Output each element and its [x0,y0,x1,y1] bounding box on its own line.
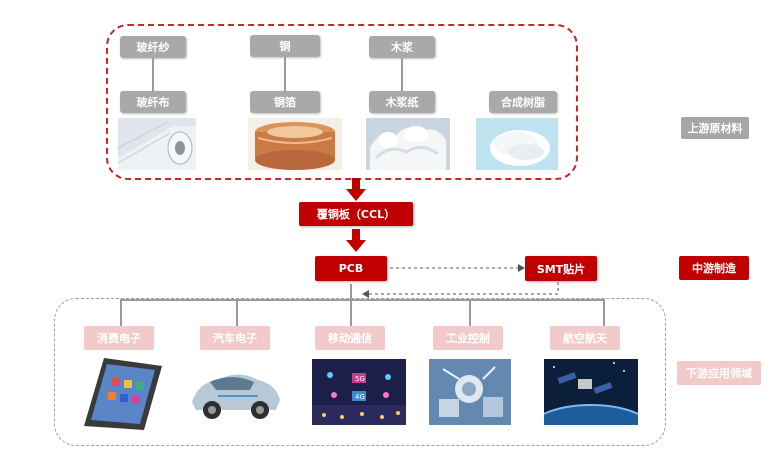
app-industrial-control: 工业控制 [433,326,503,350]
side-label-upstream: 上游原材料 [681,117,749,139]
car-image [188,360,284,424]
raw-copper: 铜 [250,35,320,57]
synthetic-resin-image [476,118,558,170]
glass-fiber-cloth: 玻纤布 [120,91,186,113]
side-label-midstream: 中游制造 [679,256,749,280]
smt-box: SMT贴片 [525,256,597,281]
tree-connector [350,299,352,326]
aerospace-image [544,359,638,425]
pcb-box: PCB [315,256,387,281]
tree-connector [120,299,122,326]
downstream-container [54,298,666,446]
tablet-image [78,356,164,430]
tree-connector [120,299,604,301]
pcb-smt-connector [362,264,559,298]
tree-connector [236,299,238,326]
side-label-downstream: 下游应用领域 [677,361,761,385]
raw-wood-pulp: 木浆 [369,36,435,58]
arrow-down-icon [346,178,366,201]
raw-glass-fiber-yarn: 玻纤纱 [120,36,186,58]
synthetic-resin: 合成树脂 [489,91,557,113]
connector-line [401,58,403,91]
connector-line [284,57,286,91]
ccl-box: 覆铜板（CCL） [299,202,413,226]
upstream-container [106,24,578,180]
copper-foil-image [248,118,342,170]
signal-4g-label: 4G [355,393,365,401]
industrial-control-image [429,359,511,425]
wood-pulp-paper: 木浆纸 [369,91,435,113]
copper-foil: 铜箔 [250,91,320,113]
wood-pulp-paper-image [366,118,450,170]
tree-connector [603,299,605,326]
signal-5g-label: 5G [355,375,365,383]
connector-line [152,58,154,91]
mobile-network-image: 5G 4G [312,359,406,425]
tree-connector [350,284,352,300]
app-automotive-electronics: 汽车电子 [200,326,270,350]
app-mobile-communication: 移动通信 [315,326,385,350]
tree-connector [469,299,471,326]
arrow-down-icon [346,229,366,252]
app-consumer-electronics: 消费电子 [84,326,154,350]
app-aerospace: 航空航天 [550,326,620,350]
glass-fiber-cloth-image [118,118,196,170]
